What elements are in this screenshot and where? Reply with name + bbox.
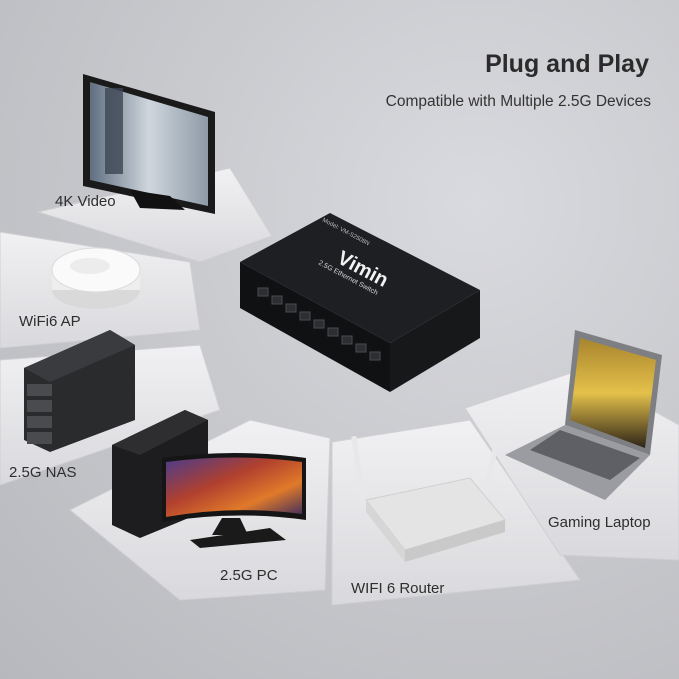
label-laptop: Gaming Laptop — [548, 514, 651, 531]
ethernet-switch: Vimin 2.5G Ethernet Switch Model: VM-S25… — [240, 213, 480, 392]
laptop-device — [505, 330, 662, 500]
router-device — [351, 435, 506, 562]
ethernet-port-row — [257, 287, 381, 361]
nas-device — [24, 330, 135, 452]
label-4k-video: 4K Video — [55, 193, 116, 210]
monitor-device — [83, 74, 215, 214]
label-pc: 2.5G PC — [220, 567, 278, 584]
label-nas: 2.5G NAS — [9, 464, 77, 481]
headline: Plug and Play — [485, 50, 649, 78]
label-wifi6-ap: WiFi6 AP — [19, 313, 81, 330]
wifi-ap-device — [51, 247, 141, 309]
pc-device — [112, 410, 306, 548]
subheadline: Compatible with Multiple 2.5G Devices — [385, 93, 651, 110]
label-router: WIFI 6 Router — [351, 580, 445, 597]
